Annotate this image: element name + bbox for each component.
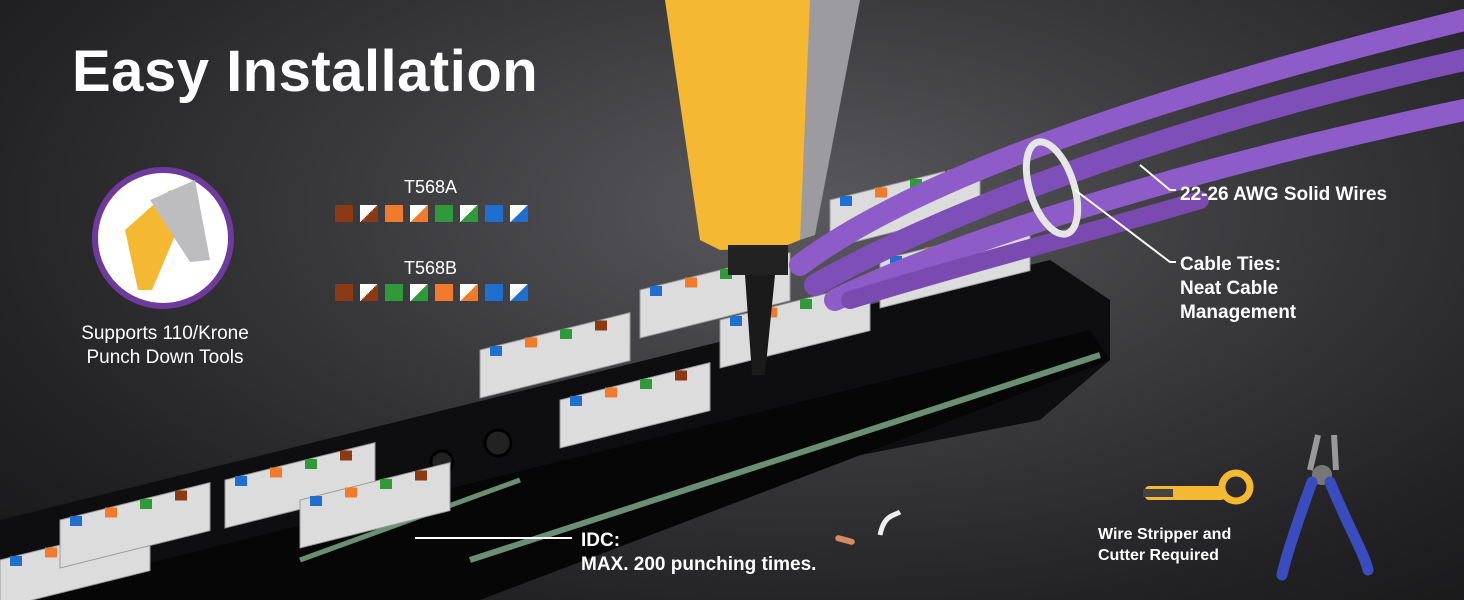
block-color-tab (380, 479, 392, 489)
cutter-pliers-icon (1276, 434, 1374, 581)
page-title: Easy Installation (72, 39, 539, 104)
block-color-tab (490, 346, 502, 356)
t568b-color-swatches (335, 284, 528, 301)
cable-tie-icon (1022, 138, 1082, 238)
t568b-label: T568B (404, 258, 458, 278)
wire-color-swatch (360, 284, 378, 301)
copper-scrap-icon (835, 535, 855, 545)
block-color-tab (840, 196, 852, 206)
punch-tool-blade (745, 275, 775, 375)
wire-color-swatch (385, 284, 403, 301)
block-color-tab (560, 329, 572, 339)
panel-green-strip (469, 352, 1101, 563)
block-color-tab (270, 467, 282, 478)
wire-color-swatch (360, 205, 378, 222)
block-color-tab (45, 547, 57, 558)
wire-stripper-icon (1143, 469, 1254, 505)
grey-punch-tool-icon (150, 180, 210, 262)
punch-tool-collar (728, 245, 788, 275)
callout-line-ties (1074, 189, 1176, 263)
block-color-tab (730, 316, 742, 326)
block-color-tab (675, 370, 687, 381)
block-color-tab (310, 496, 322, 506)
awg-callout: 22-26 AWG Solid Wires (1180, 184, 1388, 205)
callout-line: Cutter Required (1098, 547, 1219, 564)
block-color-tab (175, 490, 187, 501)
block-color-tab (685, 277, 697, 288)
block-color-tab (640, 379, 652, 389)
mounting-hole-icon (483, 428, 513, 458)
tool-caption-line: Punch Down Tools (86, 347, 244, 368)
block-color-tab (105, 507, 117, 518)
block-color-tab (605, 387, 617, 398)
callout-line: Neat Cable (1180, 278, 1279, 299)
block-color-tab (890, 256, 902, 266)
punch-down-block (59, 481, 211, 569)
punch-down-block (479, 311, 631, 399)
block-color-tab (910, 179, 922, 189)
stripper-callout: Wire Stripper and Cutter Required (1098, 524, 1231, 566)
block-color-tab (345, 487, 357, 498)
wire-color-swatch (385, 205, 403, 222)
wire-scrap-icon (877, 509, 902, 536)
wire-color-swatch (510, 205, 528, 222)
block-color-tab (415, 470, 427, 481)
block-color-tab (570, 396, 582, 406)
block-color-tab (10, 556, 22, 566)
punch-down-block (299, 461, 451, 549)
t568a-label: T568A (404, 177, 458, 197)
wire-color-swatch (410, 284, 428, 301)
t568a-color-swatches (335, 205, 528, 222)
wire-color-swatch (435, 284, 453, 301)
block-color-tab (800, 299, 812, 309)
punch-down-block (559, 361, 711, 449)
block-color-tab (650, 286, 662, 296)
wire-color-swatch (510, 284, 528, 301)
block-color-tab (140, 499, 152, 509)
callout-line: MAX. 200 punching times. (581, 554, 817, 575)
cable-ties-callout: Cable Ties: Neat Cable Management (1180, 253, 1296, 325)
punch-down-blocks (0, 161, 1031, 600)
wire-color-swatch (410, 205, 428, 222)
wire-color-swatch (485, 284, 503, 301)
block-color-tab (595, 320, 607, 331)
callout-line-awg (1139, 164, 1176, 191)
wire-color-swatch (435, 205, 453, 222)
block-color-tab (340, 450, 352, 461)
callout-line: Management (1180, 302, 1297, 323)
wire-color-swatch (485, 205, 503, 222)
punch-tool-side (800, 0, 860, 240)
wire-color-swatch (335, 205, 353, 222)
block-color-tab (525, 337, 537, 348)
block-color-tab (70, 516, 82, 526)
callout-line: IDC: (581, 530, 621, 551)
block-color-tab (305, 459, 317, 469)
callout-line: Wire Stripper and (1098, 526, 1232, 543)
block-color-tab (235, 476, 247, 486)
wire-color-swatch (460, 205, 478, 222)
wire-color-swatch (335, 284, 353, 301)
patch-panel-shadow (0, 330, 1110, 600)
idc-callout: IDC: MAX. 200 punching times. (581, 529, 816, 577)
tool-caption-line: Supports 110/Krone (81, 323, 249, 344)
callout-line: Cable Ties: (1180, 254, 1282, 275)
tool-caption: Supports 110/Krone Punch Down Tools (40, 322, 290, 370)
block-color-tab (875, 187, 887, 198)
block-color-tab (720, 269, 732, 279)
wire-color-swatch (460, 284, 478, 301)
